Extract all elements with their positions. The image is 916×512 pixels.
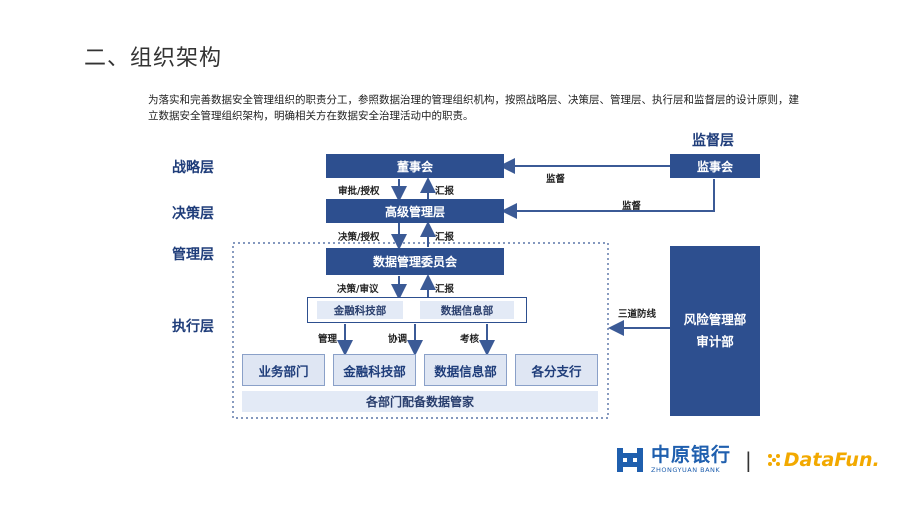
label-decide-auth: 决策/授权 [338, 232, 380, 243]
intro-paragraph: 为落实和完善数据安全管理组织的职责分工，参照数据治理的管理组织机构，按照战略层、… [148, 94, 799, 122]
branding: 中原银行 ZHONGYUAN BANK | DataFun. [615, 445, 880, 475]
label-report-2: 汇报 [435, 232, 455, 243]
dept-branches: 各分支行 [515, 354, 598, 386]
layer-decision: 决策层 [172, 206, 214, 222]
label-report-1: 汇报 [435, 186, 455, 197]
label-approve: 审批/授权 [338, 186, 380, 197]
risk-line-2: 审计部 [696, 334, 734, 349]
node-supervisors: 监事会 [670, 154, 760, 178]
label-assess: 考核 [460, 334, 480, 345]
label-supervise-2: 监督 [622, 201, 642, 212]
logo-separator: | [745, 448, 752, 472]
arrow-supervise-senior [501, 179, 715, 219]
layer-execution: 执行层 [172, 319, 214, 335]
node-senior-management: 高级管理层 [326, 199, 504, 223]
bank-name-cn: 中原银行 [651, 444, 732, 467]
dept-fintech: 金融科技部 [333, 354, 416, 386]
dept-datainfo: 数据信息部 [424, 354, 507, 386]
partner-name: DataFun. [783, 449, 880, 471]
data-stewards-bar: 各部门配备数据管家 [242, 391, 598, 412]
node-board: 董事会 [326, 154, 504, 178]
label-supervise-1: 监督 [546, 174, 566, 185]
bank-logo-icon [617, 448, 643, 472]
node-risk-audit: 风险管理部 审计部 [670, 246, 760, 416]
label-coordinate: 协调 [388, 334, 408, 345]
layer-strategy: 战略层 [172, 160, 214, 176]
inner-fintech: 金融科技部 [317, 301, 403, 319]
slide-title: 二、组织架构 [84, 46, 223, 71]
inner-datainfo: 数据信息部 [420, 301, 514, 319]
label-three-lines: 三道防线 [618, 309, 657, 320]
inner-departments: 金融科技部 数据信息部 [307, 297, 527, 323]
datafun-logo-icon [767, 454, 780, 466]
bank-name-en: ZHONGYUAN BANK [651, 466, 721, 475]
risk-line-1: 风险管理部 [683, 312, 747, 327]
label-manage: 管理 [318, 334, 338, 345]
layer-management: 管理层 [172, 247, 214, 263]
layer-supervision: 监督层 [692, 133, 734, 149]
label-report-3: 汇报 [435, 284, 455, 295]
dept-business: 业务部门 [242, 354, 325, 386]
node-data-committee: 数据管理委员会 [326, 248, 504, 275]
label-decide-review: 决策/审议 [337, 284, 379, 295]
